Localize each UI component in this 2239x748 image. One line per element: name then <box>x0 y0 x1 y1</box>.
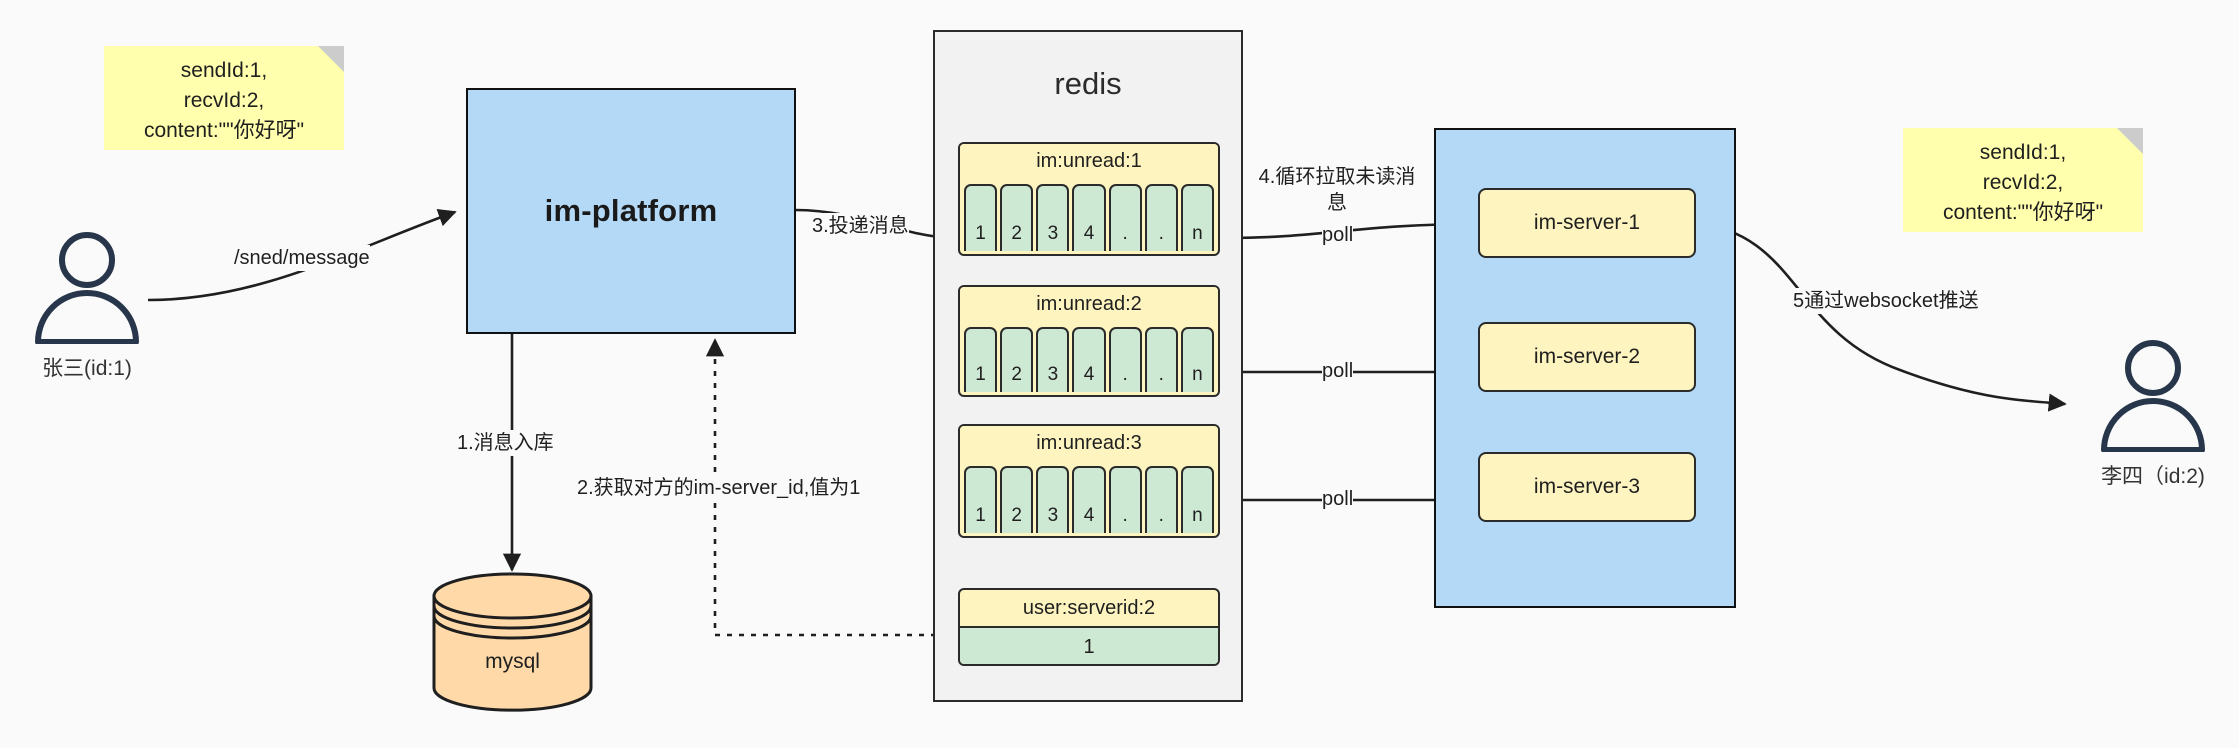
note-fold-corner-icon <box>318 46 344 72</box>
actor-sender-label: 张三(id:1) <box>42 357 132 380</box>
im-platform-label: im-platform <box>544 193 718 228</box>
list-cell: n <box>1180 466 1214 533</box>
list-cell: . <box>1108 184 1142 251</box>
edge-label-poll-3: poll <box>1322 486 1354 512</box>
redis-list-im-unread-1[interactable]: im:unread:1 1 2 3 4 . . n <box>958 142 1220 256</box>
actor-receiver <box>2088 340 2218 453</box>
actor-receiver-label: 李四（id:2) <box>2101 465 2205 488</box>
edge-label-step1: 1.消息入库 <box>457 430 554 456</box>
edge-label-send-message: /sned/message <box>234 245 370 271</box>
list-cell: 2 <box>1000 466 1034 533</box>
redis-kv-key: user:serverid:2 <box>1022 597 1156 619</box>
im-server-2-label: im-server-2 <box>1533 345 1641 368</box>
user-icon <box>35 232 139 345</box>
mysql-datastore[interactable]: mysql <box>430 572 595 712</box>
list-cell: 3 <box>1036 184 1070 251</box>
database-cylinder-icon <box>432 572 593 712</box>
edge-label-step3: 3.投递消息 <box>812 213 909 239</box>
im-platform-box[interactable]: im-platform <box>466 88 796 334</box>
list-cell: 4 <box>1072 466 1106 533</box>
redis-list-im-unread-3[interactable]: im:unread:3 1 2 3 4 . . n <box>958 424 1220 538</box>
redis-kv-user-serverid[interactable]: user:serverid:2 1 <box>958 588 1220 666</box>
sticky-note-right-text: sendId:1, recvId:2, content:""你好呀" <box>1942 141 2104 224</box>
list-cell: 1 <box>964 184 998 251</box>
redis-list-cells: 1 2 3 4 . . n <box>964 466 1214 533</box>
mysql-label: mysql <box>485 650 540 673</box>
im-server-1-label: im-server-1 <box>1533 211 1641 234</box>
redis-list-key: im:unread:1 <box>960 144 1218 178</box>
redis-title: redis <box>1054 66 1122 101</box>
edge-label-poll-1: poll <box>1322 222 1354 248</box>
sticky-note-left-text: sendId:1, recvId:2, content:""你好呀" <box>143 59 305 142</box>
edge-step2-lookup <box>705 338 960 637</box>
list-cell: 4 <box>1072 184 1106 251</box>
redis-kv-value: 1 <box>960 626 1218 664</box>
list-cell: . <box>1108 327 1142 392</box>
list-cell: n <box>1180 184 1214 251</box>
actor-sender <box>22 232 152 345</box>
im-server-2-box[interactable]: im-server-2 <box>1478 322 1696 392</box>
edge-label-step2: 2.获取对方的im-server_id,值为1 <box>577 475 861 501</box>
list-cell: 1 <box>964 466 998 533</box>
list-cell: 3 <box>1036 327 1070 392</box>
list-cell: 1 <box>964 327 998 392</box>
list-cell: . <box>1108 466 1142 533</box>
list-cell: n <box>1180 327 1214 392</box>
edge-label-step4: 4.循环拉取未读消 息 <box>1258 164 1416 216</box>
edge-step5-websocket <box>1689 220 2067 412</box>
redis-list-cells: 1 2 3 4 . . n <box>964 327 1214 392</box>
list-cell: . <box>1144 184 1178 251</box>
sticky-note-right: sendId:1, recvId:2, content:""你好呀" <box>1903 128 2143 232</box>
im-server-3-box[interactable]: im-server-3 <box>1478 452 1696 522</box>
edge-label-poll-2: poll <box>1322 358 1354 384</box>
redis-list-key: im:unread:3 <box>960 426 1218 460</box>
sticky-note-left: sendId:1, recvId:2, content:""你好呀" <box>104 46 344 150</box>
list-cell: 3 <box>1036 466 1070 533</box>
im-server-1-box[interactable]: im-server-1 <box>1478 188 1696 258</box>
redis-list-key: im:unread:2 <box>960 287 1218 321</box>
list-cell: . <box>1144 327 1178 392</box>
list-cell: . <box>1144 466 1178 533</box>
im-server-3-label: im-server-3 <box>1533 475 1641 498</box>
list-cell: 4 <box>1072 327 1106 392</box>
list-cell: 2 <box>1000 327 1034 392</box>
user-icon <box>2101 340 2205 453</box>
redis-list-im-unread-2[interactable]: im:unread:2 1 2 3 4 . . n <box>958 285 1220 397</box>
redis-list-cells: 1 2 3 4 . . n <box>964 184 1214 251</box>
edge-label-step5: 5通过websocket推送 <box>1793 288 1979 314</box>
list-cell: 2 <box>1000 184 1034 251</box>
note-fold-corner-icon <box>2117 128 2143 154</box>
